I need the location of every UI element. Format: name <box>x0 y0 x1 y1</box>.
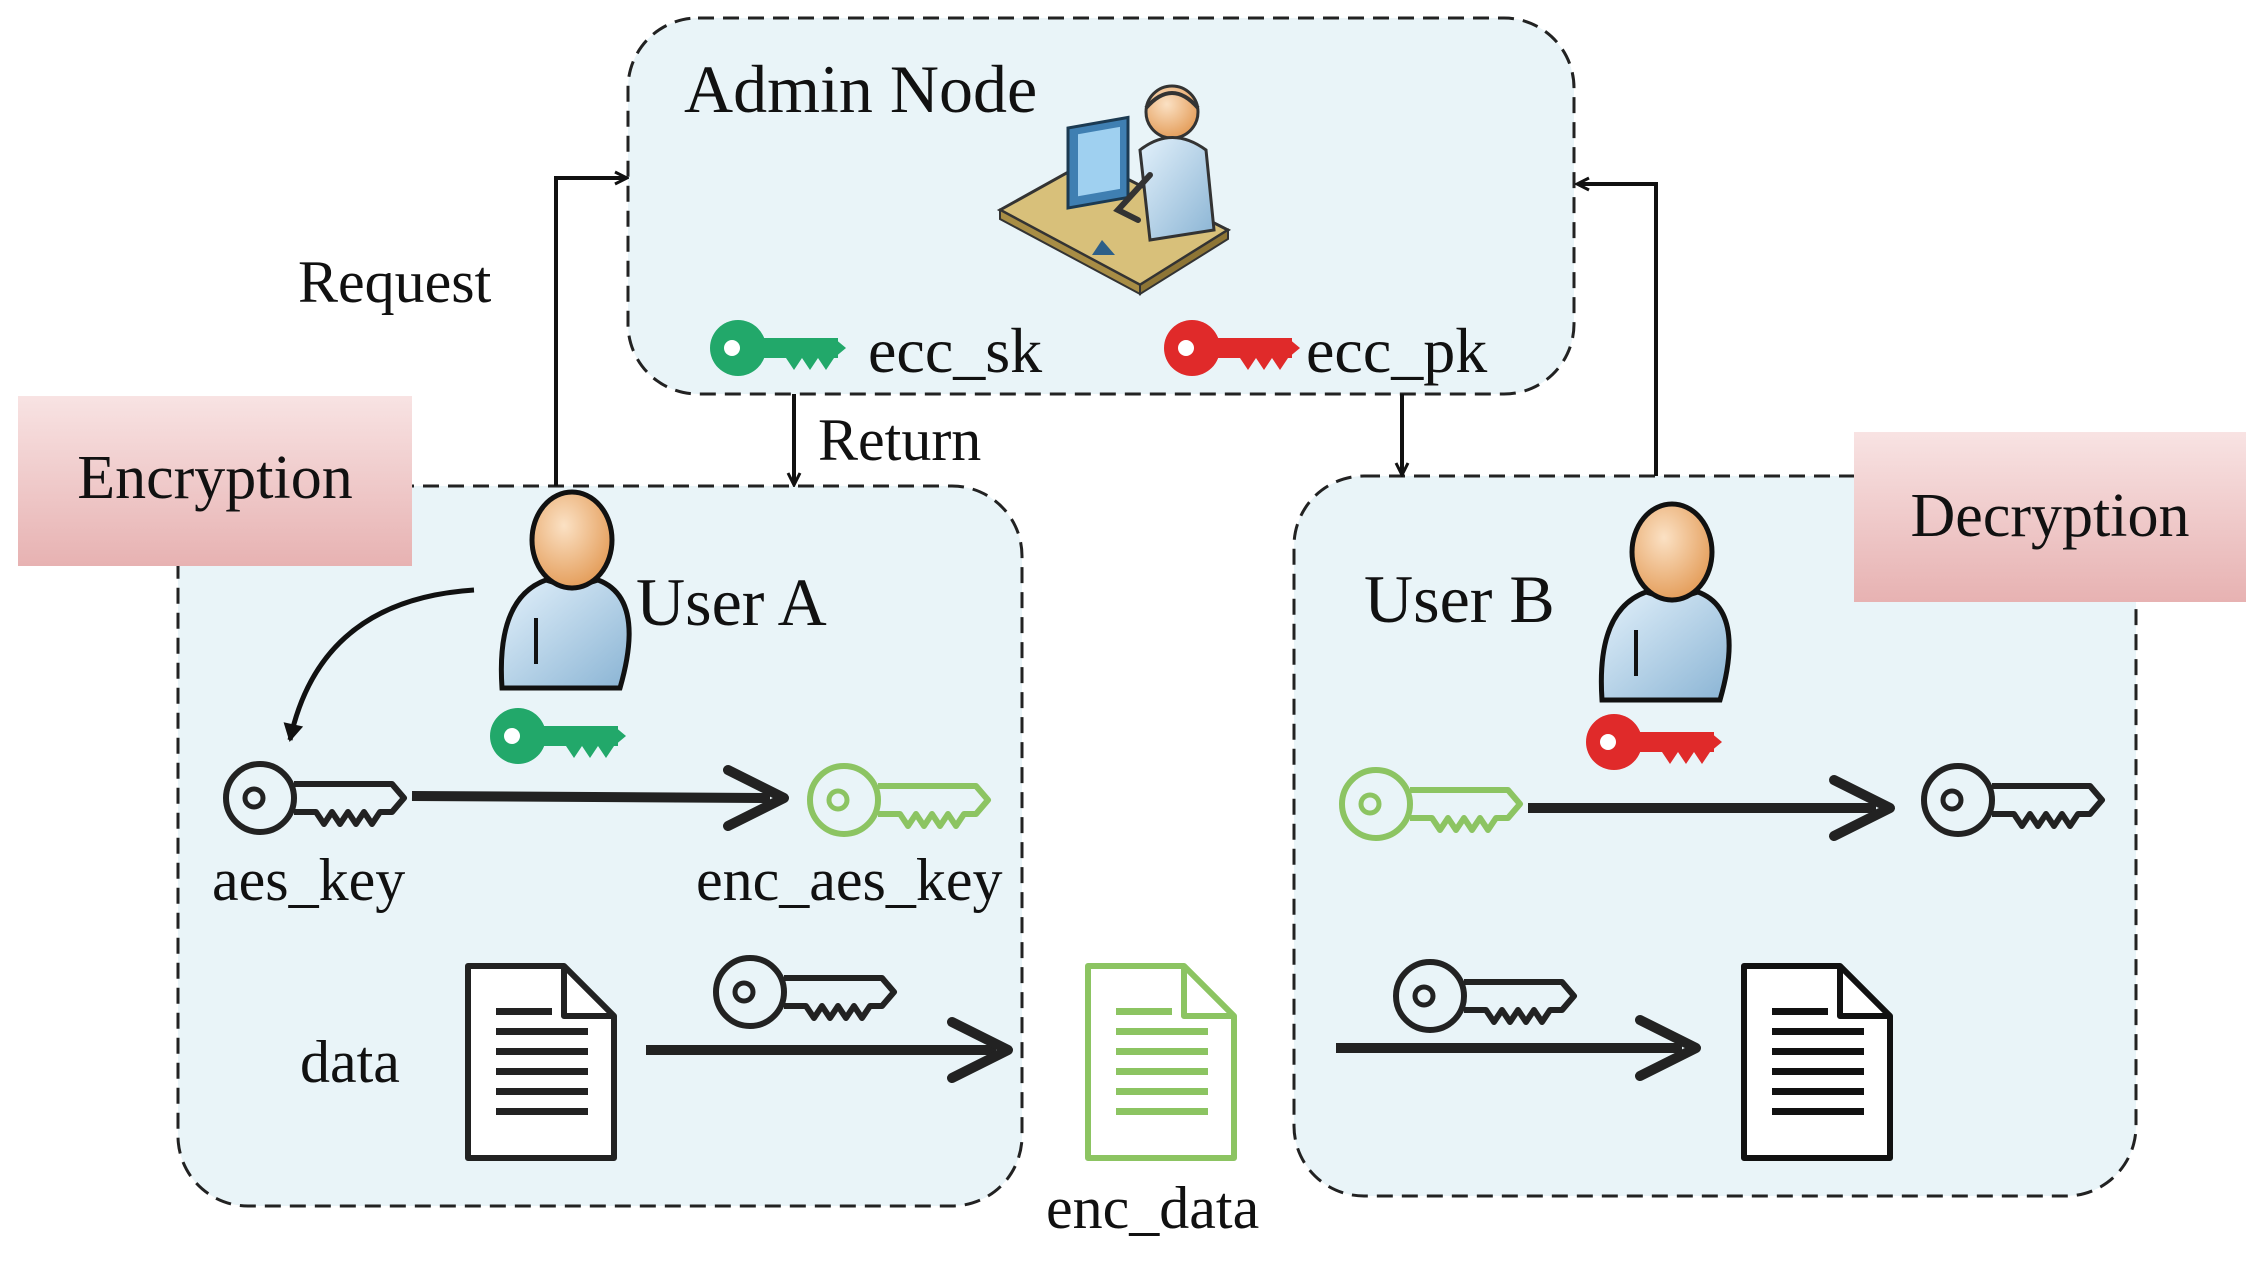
enc-data-document-icon <box>1085 963 1237 1161</box>
encryption-panel <box>176 484 1024 1208</box>
admin-node-title: Admin Node <box>684 51 1037 127</box>
user-b-to-admin-arrow <box>1578 184 1658 476</box>
data-document-icon <box>465 963 617 1161</box>
enc-data-label: enc_data <box>1046 1175 1259 1241</box>
user-b-avatar <box>1598 501 1732 703</box>
return-label: Return <box>818 407 981 473</box>
data-label: data <box>300 1029 400 1095</box>
user-a-generate-key-arrow <box>283 587 475 742</box>
decrypted-document-icon <box>1741 963 1893 1161</box>
admin-operator-icon <box>996 84 1232 296</box>
ecc-sk-label: ecc_sk <box>868 315 1042 386</box>
encrypt-data-arrowhead <box>947 1017 1013 1083</box>
decrypt-key-arrowhead <box>1829 775 1895 841</box>
ecc-pk-label: ecc_pk <box>1306 315 1487 386</box>
user-b-label: User B <box>1364 561 1555 637</box>
enc-aes-key-label: enc_aes_key <box>696 847 1003 913</box>
aes-key-label: aes_key <box>212 847 405 913</box>
request-arrow <box>554 178 626 486</box>
encryption-badge <box>18 396 412 566</box>
encrypt-key-arrow <box>411 791 771 803</box>
decrypt-data-arrowhead <box>1635 1015 1701 1081</box>
user-a-avatar <box>498 489 632 691</box>
user-a-label: User A <box>636 564 827 640</box>
encrypt-key-arrowhead <box>723 765 789 831</box>
encryption-badge-label: Encryption <box>77 444 353 512</box>
decryption-badge <box>1854 432 2246 602</box>
decryption-badge-label: Decryption <box>1911 482 2190 550</box>
request-label: Request <box>298 249 492 315</box>
